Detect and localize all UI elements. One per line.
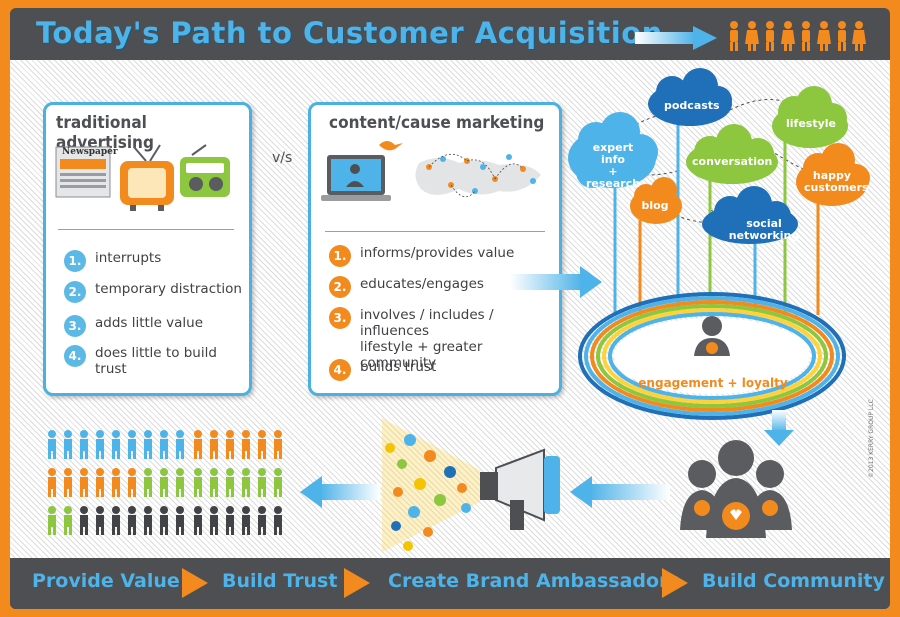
header: Today's Path to Customer Acquisition [10,8,890,60]
step-provide-value: Provide Value [32,570,180,592]
footer: Provide Value Build Trust Create Brand A… [10,558,890,609]
content-item-4: 4. builds trust [329,359,436,381]
step-build-trust: Build Trust [222,570,338,592]
newspaper-label: Newspaper [62,147,118,157]
people-row-icon [730,21,866,51]
list-text: temporary distraction [95,281,242,297]
cloud-lifestyle [772,86,848,148]
number-badge: 1. [329,245,351,267]
cloud-lifestyle-label: lifestyle [786,117,836,130]
chevron-right-icon [662,568,688,598]
versus-label: v/s [272,150,293,166]
engagement-loyalty-label: engagement + loyalty [638,376,788,390]
cloud-social [702,186,798,244]
main-area: traditional advertising Newspaper 1.inte… [10,60,890,558]
copyright-text: ©2013 KERRY GROUP LLC [868,399,875,478]
cloud-podcasts [648,68,732,126]
cloud-happy-line2: customers [804,181,869,194]
traditional-advertising-card: traditional advertising Newspaper 1.inte… [43,102,252,396]
step-build-community: Build Community [702,570,885,592]
list-text-line2: lifestyle + greater community [360,339,483,371]
infographic-panel: Today's Path to Customer Acquisition tra… [10,8,890,609]
cloud-social-label: social networking [728,217,800,242]
cloud-conversation [686,124,778,184]
chevron-right-icon [182,568,208,598]
number-badge: 2. [329,276,351,298]
cloud-expert-line2: + [608,165,618,178]
list-text: informs/provides value [360,245,515,261]
traditional-item-2: 2. temporary distraction [64,281,242,303]
content-media-icon [321,141,541,201]
list-text: educates/engages [360,276,484,292]
cloud-expert-label: expert info + research [584,142,642,190]
traditional-media-icon [55,144,230,211]
content-marketing-card: content/cause marketing 1. informs/provid… [308,102,562,396]
content-divider [325,231,545,232]
page-title: Today's Path to Customer Acquisition [36,16,663,50]
number-badge: 3. [64,315,86,337]
list-text: builds trust [360,359,437,375]
cloud-expert-line1: expert info [592,141,634,166]
content-item-1: 1. informs/provides value [329,245,514,267]
list-text: interrupts [95,250,162,266]
content-item-2: 2. educates/engages [329,276,484,298]
crowd-icon [48,430,282,535]
header-arrow-icon [635,26,717,50]
chevron-right-icon [344,568,370,598]
step-create-brand-ambassadors: Create Brand Ambassadors [388,570,680,592]
engagement-illustration [48,68,870,552]
cloud-podcasts-label: podcasts [664,99,720,112]
traditional-item-4: 4. does little to build trust [64,345,249,377]
cloud-blog-label: blog [641,199,669,212]
cloud-happy-line1: happy [812,169,852,182]
number-badge: 4. [64,345,86,367]
cloud-expert-line3: research [585,177,641,190]
cloud-happy-label: happy customers [804,169,869,194]
cloud-blog [630,177,682,224]
cloud-happy [796,143,870,206]
number-badge: 3. [329,307,351,329]
traditional-item-3: 3. adds little value [64,315,203,337]
number-badge: 4. [329,359,351,381]
list-text: involves / includes / influences [360,307,494,339]
cloud-expert [568,112,658,188]
list-text: adds little value [95,315,204,331]
number-badge: 2. [64,281,86,303]
traditional-divider [58,229,234,230]
number-badge: 1. [64,250,86,272]
list-text: does little to build trust [95,345,217,377]
content-title: content/cause marketing [329,113,545,133]
traditional-item-1: 1. interrupts [64,250,161,272]
cloud-conversation-label: conversation [692,155,773,168]
